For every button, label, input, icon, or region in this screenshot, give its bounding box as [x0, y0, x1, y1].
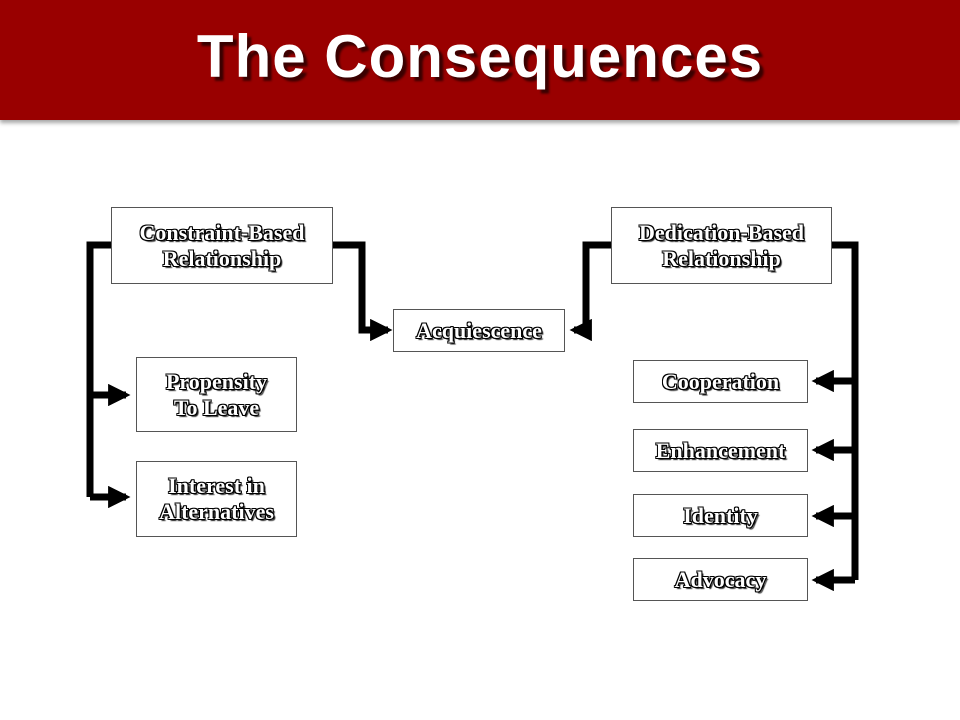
connector-constraint-bracket [86, 241, 111, 497]
dedication-based-line2: Relationship [662, 245, 781, 271]
header-banner: The Consequences [0, 0, 960, 120]
cooperation-label: Cooperation [661, 368, 780, 394]
interest-line2: Alternatives [159, 499, 274, 524]
enhancement-label: Enhancement [655, 437, 786, 463]
dedication-based-line1: Dedication-Based [639, 219, 804, 245]
constraint-based-relationship-box: Constraint-Based Relationship [111, 207, 333, 284]
propensity-line2: To Leave [173, 394, 260, 420]
acquiescence-label: Acquiescence [416, 317, 542, 343]
identity-box: Identity [633, 494, 808, 537]
enhancement-box: Enhancement [633, 429, 808, 472]
arrow-dedication-to-acquiescence [569, 241, 611, 342]
interest-in-alternatives-box: Interest in Alternatives [136, 461, 297, 537]
advocacy-label: Advocacy [674, 566, 767, 592]
dedication-based-relationship-box: Dedication-Based Relationship [611, 207, 832, 284]
propensity-line1: Propensity [165, 368, 268, 394]
connector-dedication-bracket [832, 241, 859, 580]
propensity-to-leave-box: Propensity To Leave [136, 357, 297, 432]
identity-label: Identity [683, 502, 758, 528]
interest-line1: Interest in [168, 473, 265, 498]
constraint-based-line1: Constraint-Based [139, 219, 305, 245]
cooperation-box: Cooperation [633, 360, 808, 403]
advocacy-box: Advocacy [633, 558, 808, 601]
acquiescence-box: Acquiescence [393, 309, 565, 352]
page-title: The Consequences [196, 23, 764, 90]
constraint-based-line2: Relationship [162, 245, 282, 271]
arrow-constraint-to-acquiescence [333, 241, 393, 342]
